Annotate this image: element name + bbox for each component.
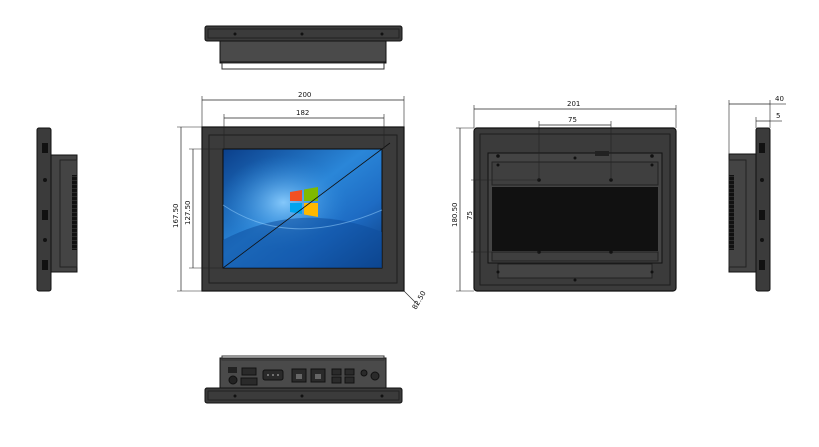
side-depth-label: 40 xyxy=(775,95,784,103)
front-height-label: 167.50 xyxy=(172,204,180,229)
back-width-label: 201 xyxy=(567,100,580,108)
side-bezel-label: 5 xyxy=(776,112,780,120)
front-inner-height-label: 127.50 xyxy=(184,201,192,226)
front-view: 200 182 167.50 127.50 82.50 xyxy=(172,91,428,311)
bottom-view xyxy=(204,355,403,404)
io-ports xyxy=(228,367,380,386)
back-view: 201 75 180.50 75 xyxy=(451,100,677,292)
front-width-label: 200 xyxy=(298,91,311,99)
right-side-view: 40 5 xyxy=(728,95,786,292)
left-side-view xyxy=(36,127,78,292)
back-mount-width-label: 75 xyxy=(568,116,577,124)
back-height-label: 180.50 xyxy=(451,203,459,228)
top-view xyxy=(204,25,403,70)
front-inner-width-label: 182 xyxy=(296,109,309,117)
back-mount-height-label: 75 xyxy=(466,211,474,220)
windows-logo-icon xyxy=(290,187,318,217)
